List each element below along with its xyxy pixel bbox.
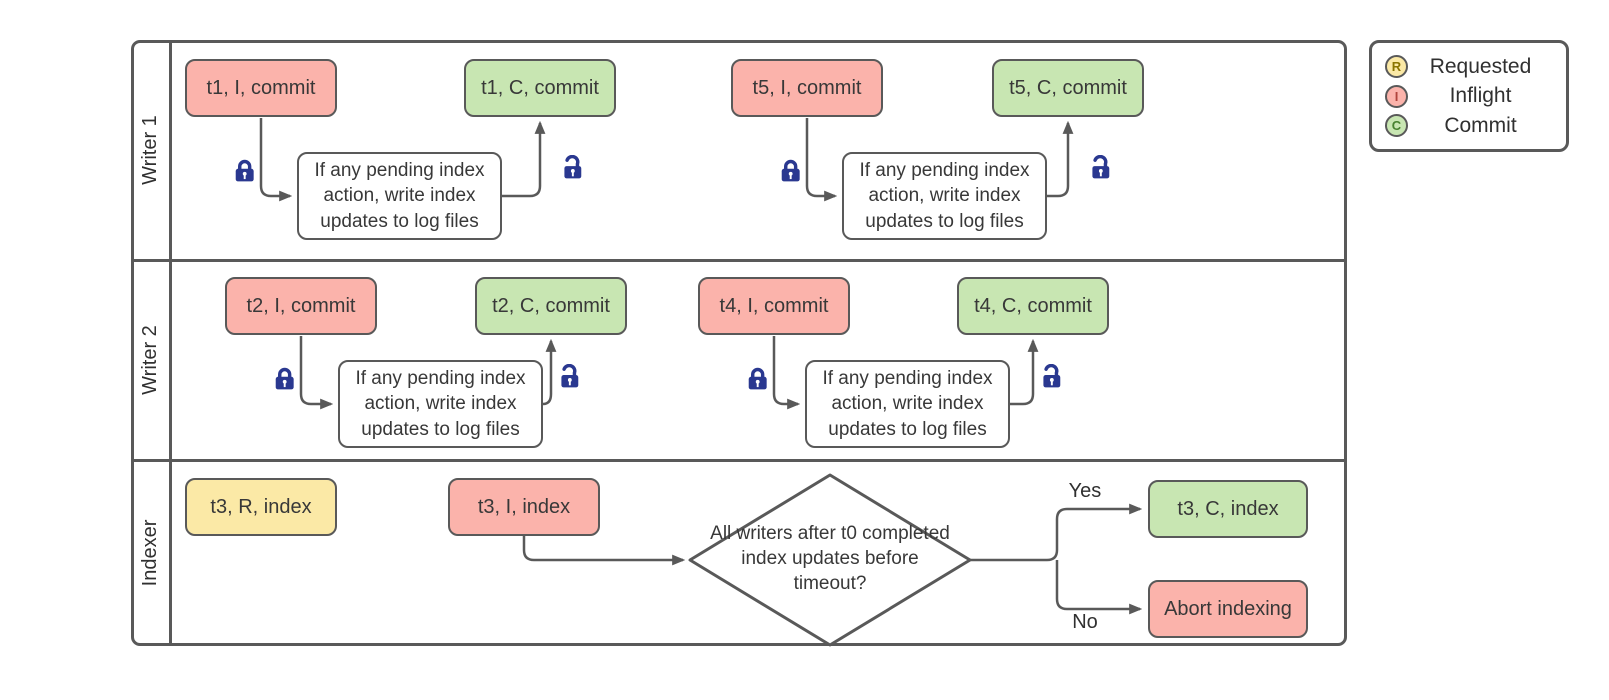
node-writer1-process-2: If any pending index action, write index… [842, 152, 1047, 240]
no-label: No [1072, 611, 1098, 633]
node-t3-inflight: t3, I, index [448, 478, 600, 536]
node-writer2-process-2: If any pending index action, write index… [805, 360, 1010, 448]
node-t2-commit: t2, C, commit [475, 277, 627, 335]
lane-label-writer2: Writer 2 [139, 325, 161, 395]
legend-item-requested: R Requested [1385, 55, 1553, 79]
node-abort-indexing: Abort indexing [1148, 580, 1308, 638]
node-t1-commit: t1, C, commit [464, 59, 616, 117]
legend-item-inflight: I Inflight [1385, 84, 1553, 108]
node-t2-inflight: t2, I, commit [225, 277, 377, 335]
node-t4-inflight: t4, I, commit [698, 277, 850, 335]
decision-text: All writers after t0 completed index upd… [710, 523, 950, 595]
node-writer1-process-1: If any pending index action, write index… [297, 152, 502, 240]
node-writer2-process-1: If any pending index action, write index… [338, 360, 543, 448]
legend-label-requested: Requested [1429, 54, 1532, 78]
lane-label-writer1: Writer 1 [139, 115, 161, 185]
inflight-status-icon: I [1385, 84, 1408, 108]
lane-label-column-divider [169, 42, 172, 644]
legend-label-inflight: Inflight [1449, 84, 1512, 107]
commit-status-icon: C [1385, 114, 1408, 137]
node-t1-inflight: t1, I, commit [185, 59, 337, 117]
node-t4-commit: t4, C, commit [957, 277, 1109, 335]
node-t5-inflight: t5, I, commit [731, 59, 883, 117]
requested-status-icon: R [1385, 55, 1408, 78]
legend-label-commit: Commit [1444, 113, 1517, 137]
lane-divider-2 [133, 459, 1345, 462]
legend-item-commit: C Commit [1385, 114, 1553, 138]
node-t3-commit: t3, C, index [1148, 480, 1308, 538]
node-t5-commit: t5, C, commit [992, 59, 1144, 117]
lane-divider-1 [133, 259, 1345, 262]
node-t3-requested: t3, R, index [185, 478, 337, 536]
lane-label-indexer: Indexer [139, 519, 161, 587]
yes-label: Yes [1068, 480, 1102, 502]
legend: R Requested I Inflight C Commit [1369, 40, 1569, 152]
